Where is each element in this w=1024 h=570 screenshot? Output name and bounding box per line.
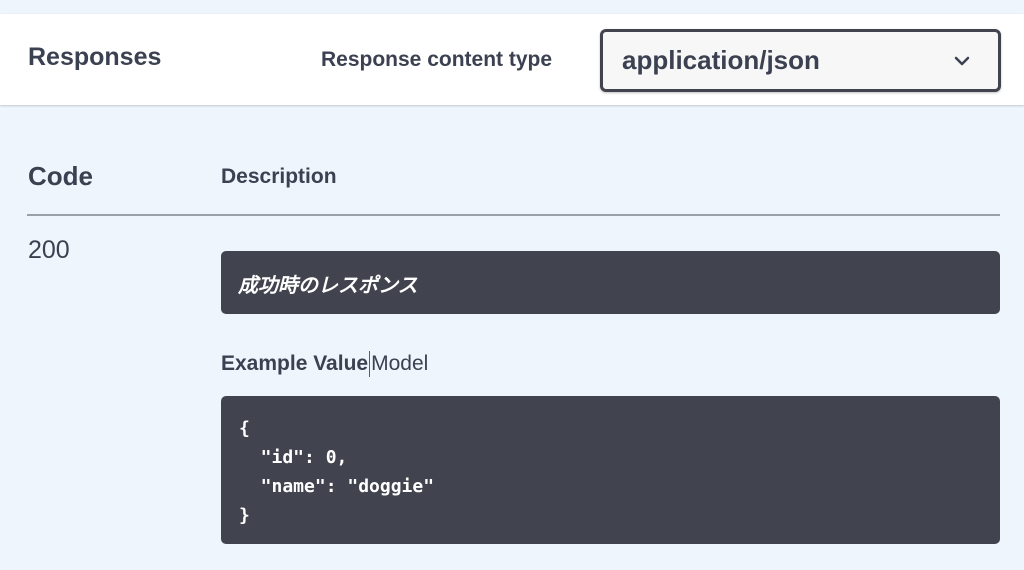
example-value-code-block: { "id": 0, "name": "doggie"}	[221, 396, 1000, 544]
response-content-type-select[interactable]: application/json	[600, 29, 1001, 92]
column-header-code: Code	[28, 161, 93, 191]
example-model-tabs: Example Value Model	[221, 350, 428, 378]
response-content-type-label: Response content type	[321, 48, 553, 71]
table-divider	[27, 214, 1000, 216]
tab-separator	[369, 351, 371, 377]
code-line: }	[239, 505, 250, 526]
responses-header: Responses Response content type applicat…	[0, 14, 1024, 105]
response-code: 200	[28, 236, 70, 264]
tab-model[interactable]: Model	[371, 352, 429, 375]
column-header-description: Description	[221, 165, 337, 188]
top-strip	[0, 0, 1024, 14]
tab-example-value[interactable]: Example Value	[221, 352, 369, 375]
code-line: "id": 0,	[239, 447, 348, 468]
responses-title: Responses	[28, 43, 162, 71]
code-line: "name": "doggie"	[239, 476, 435, 497]
selected-content-type: application/json	[622, 45, 820, 75]
response-description: 成功時のレスポンス	[238, 273, 418, 297]
response-description-box: 成功時のレスポンス	[221, 251, 1000, 314]
code-line: {	[239, 418, 250, 439]
example-json: { "id": 0, "name": "doggie"}	[239, 414, 434, 530]
chevron-down-icon	[952, 51, 972, 71]
